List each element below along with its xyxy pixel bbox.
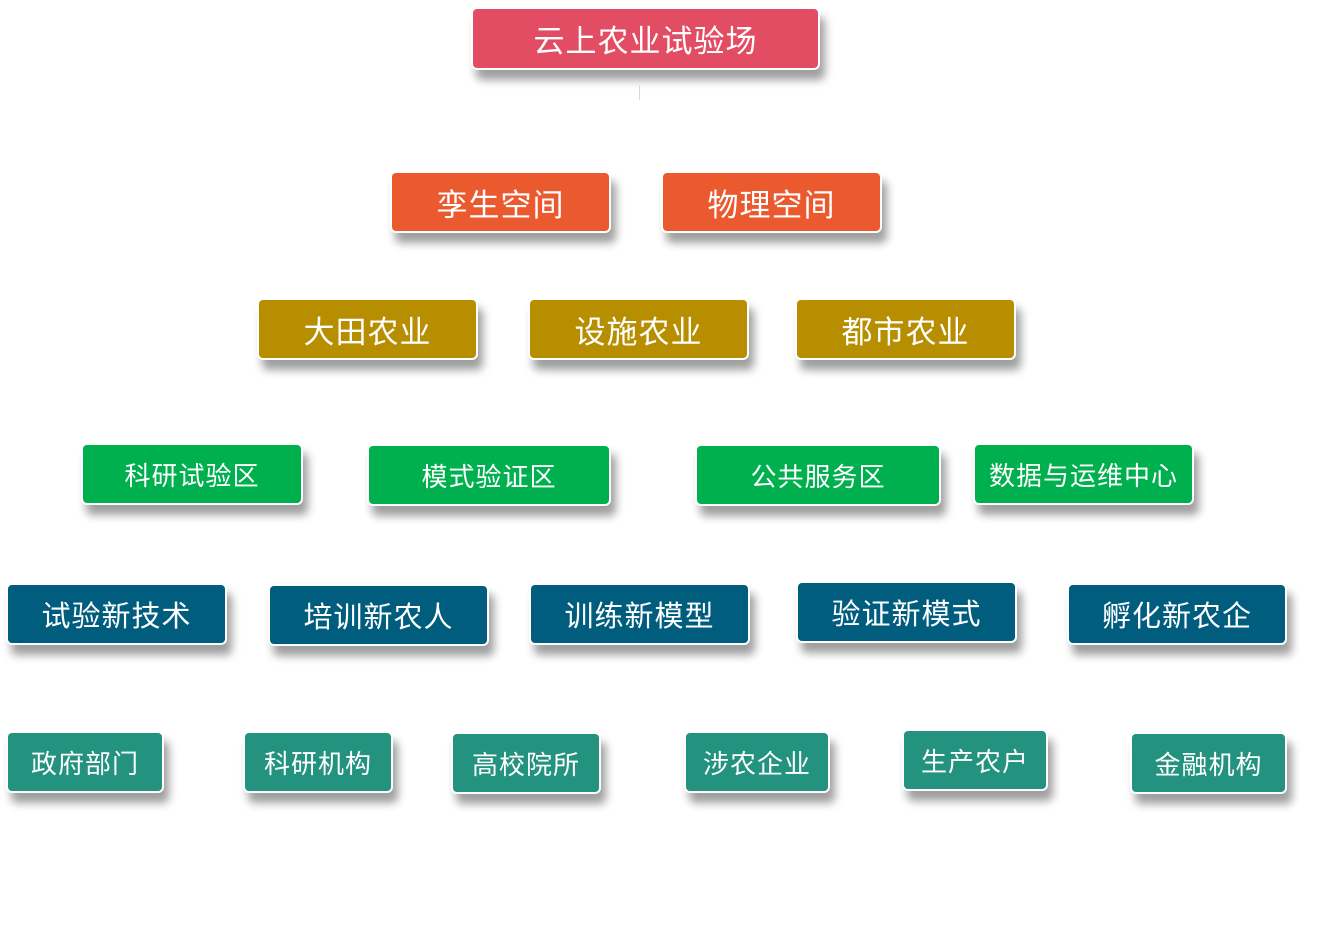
function-node-test-tech[interactable]: 试验新技术 [6, 583, 227, 645]
stakeholder-node-universities[interactable]: 高校院所 [451, 732, 601, 794]
zone-node-public-service[interactable]: 公共服务区 [695, 444, 941, 506]
zone-node-research[interactable]: 科研试验区 [81, 443, 303, 505]
stakeholder-node-research-institutes[interactable]: 科研机构 [243, 731, 393, 793]
agriculture-node-facility[interactable]: 设施农业 [528, 298, 749, 360]
agriculture-node-urban[interactable]: 都市农业 [795, 298, 1016, 360]
stakeholder-node-agri-enterprises[interactable]: 涉农企业 [684, 731, 830, 793]
stakeholder-node-farmers[interactable]: 生产农户 [902, 729, 1048, 791]
stakeholder-node-government[interactable]: 政府部门 [6, 731, 164, 793]
space-node-physical[interactable]: 物理空间 [661, 171, 882, 233]
zone-node-data-ops[interactable]: 数据与运维中心 [973, 443, 1194, 505]
space-node-twin[interactable]: 孪生空间 [390, 171, 611, 233]
stakeholder-node-finance[interactable]: 金融机构 [1130, 732, 1287, 794]
function-node-verify-modes[interactable]: 验证新模式 [796, 581, 1017, 643]
root-connector-stub [639, 86, 640, 100]
function-node-train-models[interactable]: 训练新模型 [529, 583, 750, 645]
zone-node-validation[interactable]: 模式验证区 [367, 444, 611, 506]
function-node-incubate[interactable]: 孵化新农企 [1067, 583, 1287, 645]
function-node-train-farmers[interactable]: 培训新农人 [268, 584, 489, 646]
root-node[interactable]: 云上农业试验场 [471, 7, 820, 70]
agriculture-node-field[interactable]: 大田农业 [257, 298, 478, 360]
